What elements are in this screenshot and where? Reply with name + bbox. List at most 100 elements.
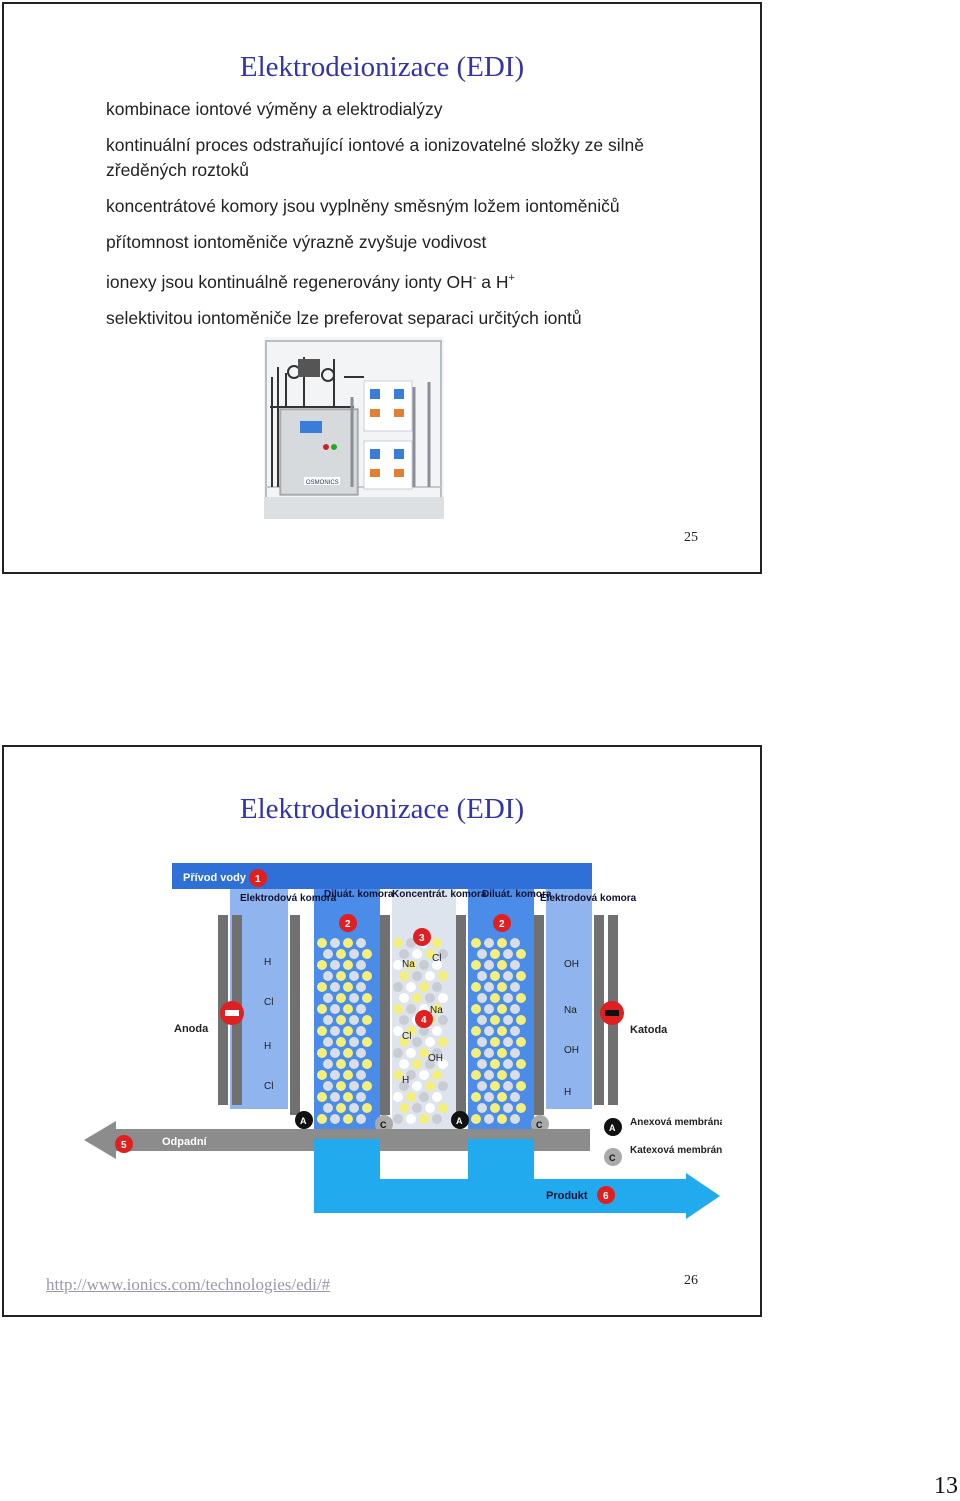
resin-bead — [510, 1092, 520, 1102]
resin-bead — [406, 960, 416, 970]
ion-label: OH — [564, 959, 579, 970]
resin-bead — [412, 971, 422, 981]
resin-bead — [419, 1048, 429, 1058]
resin-bead — [438, 1103, 448, 1113]
resin-bead — [330, 1004, 340, 1014]
resin-bead — [336, 1081, 346, 1091]
resin-bead — [510, 1004, 520, 1014]
resin-bead — [497, 938, 507, 948]
resin-bead — [356, 938, 366, 948]
resin-bead — [477, 1015, 487, 1025]
resin-bead — [477, 1081, 487, 1091]
resin-bead — [438, 1015, 448, 1025]
resin-bead — [503, 949, 513, 959]
resin-bead — [477, 949, 487, 959]
resin-bead — [432, 1004, 442, 1014]
resin-bead — [438, 1059, 448, 1069]
ion-label: Cl — [432, 953, 441, 964]
resin-bead — [497, 1070, 507, 1080]
ion-label: Cl — [264, 1081, 273, 1092]
resin-bead — [343, 1114, 353, 1124]
resin-bead — [362, 1081, 372, 1091]
resin-bead — [336, 1037, 346, 1047]
resin-bead — [484, 1092, 494, 1102]
resin-bead — [362, 1059, 372, 1069]
resin-bead — [503, 971, 513, 981]
resin-bead — [477, 1103, 487, 1113]
bullet-item: přítomnost iontoměniče výrazně zvyšuje v… — [106, 232, 487, 252]
resin-bead — [323, 1037, 333, 1047]
resin-bead — [343, 1004, 353, 1014]
resin-bead — [349, 949, 359, 959]
resin-bead — [432, 938, 442, 948]
resin-bead — [419, 1114, 429, 1124]
resin-bead — [349, 1059, 359, 1069]
resin-bead — [516, 1059, 526, 1069]
resin-bead — [503, 1103, 513, 1113]
resin-bead — [362, 949, 372, 959]
waste-label: Odpadní — [162, 1136, 208, 1148]
resin-bead — [406, 1070, 416, 1080]
resin-bead — [419, 982, 429, 992]
ion-label: H — [564, 1087, 571, 1098]
resin-bead — [393, 960, 403, 970]
cathode-label: Katoda — [630, 1024, 668, 1036]
bullet-item: kombinace iontové výměny a elektrodialýz… — [106, 99, 443, 119]
resin-bead — [399, 1103, 409, 1113]
svg-text:1: 1 — [255, 874, 261, 885]
resin-bead — [356, 1048, 366, 1058]
resin-bead — [317, 938, 327, 948]
resin-bead — [393, 938, 403, 948]
resin-bead — [343, 982, 353, 992]
resin-bead — [393, 1048, 403, 1058]
resin-bead — [419, 1026, 429, 1036]
resin-bead — [406, 1114, 416, 1124]
resin-bead — [425, 1081, 435, 1091]
resin-bead — [399, 971, 409, 981]
chamber-label: Elektrodová komora — [240, 893, 337, 904]
resin-bead — [356, 1026, 366, 1036]
inlet-label: Přívod vody — [183, 872, 247, 884]
resin-bead — [317, 1048, 327, 1058]
svg-text:A: A — [456, 1116, 463, 1126]
resin-bead — [490, 1059, 500, 1069]
resin-bead — [343, 1070, 353, 1080]
resin-bead — [330, 1070, 340, 1080]
edi-diagram: Přívod vody 1 Elektrodová komora Diluát.… — [84, 863, 722, 1219]
legend-cation: Katexová membrána — [630, 1145, 722, 1156]
bullet-item: koncentrátové komory jsou vyplněny směsn… — [106, 196, 620, 216]
legend-anion: Anexová membrána — [630, 1117, 722, 1128]
resin-bead — [471, 960, 481, 970]
resin-bead — [317, 1114, 327, 1124]
photo-label: OSMONICS — [306, 480, 339, 486]
resin-bead — [510, 1114, 520, 1124]
resin-bead — [343, 1092, 353, 1102]
resin-bead — [343, 938, 353, 948]
resin-bead — [406, 1092, 416, 1102]
resin-bead — [393, 1070, 403, 1080]
ion-label: H — [264, 1041, 271, 1052]
svg-text:4: 4 — [421, 1015, 427, 1026]
resin-bead — [425, 1059, 435, 1069]
resin-bead — [484, 1114, 494, 1124]
chamber-label: Diluát. komora — [482, 889, 552, 900]
slide-number: 25 — [684, 530, 698, 545]
resin-bead — [503, 1059, 513, 1069]
superscript: + — [508, 272, 515, 284]
resin-bead — [412, 1081, 422, 1091]
resin-bead — [336, 1103, 346, 1113]
source-link[interactable]: http://www.ionics.com/technologies/edi/# — [46, 1275, 331, 1294]
resin-bead — [484, 938, 494, 948]
resin-bead — [438, 949, 448, 959]
resin-bead — [510, 1048, 520, 1058]
ion-label: Na — [430, 1005, 443, 1016]
resin-bead — [503, 1081, 513, 1091]
resin-bead — [330, 982, 340, 992]
resin-bead — [343, 1026, 353, 1036]
resin-bead — [336, 1015, 346, 1025]
resin-bead — [406, 982, 416, 992]
resin-bead — [432, 1092, 442, 1102]
resin-bead — [356, 1004, 366, 1014]
resin-bead — [317, 1092, 327, 1102]
resin-bead — [336, 1059, 346, 1069]
